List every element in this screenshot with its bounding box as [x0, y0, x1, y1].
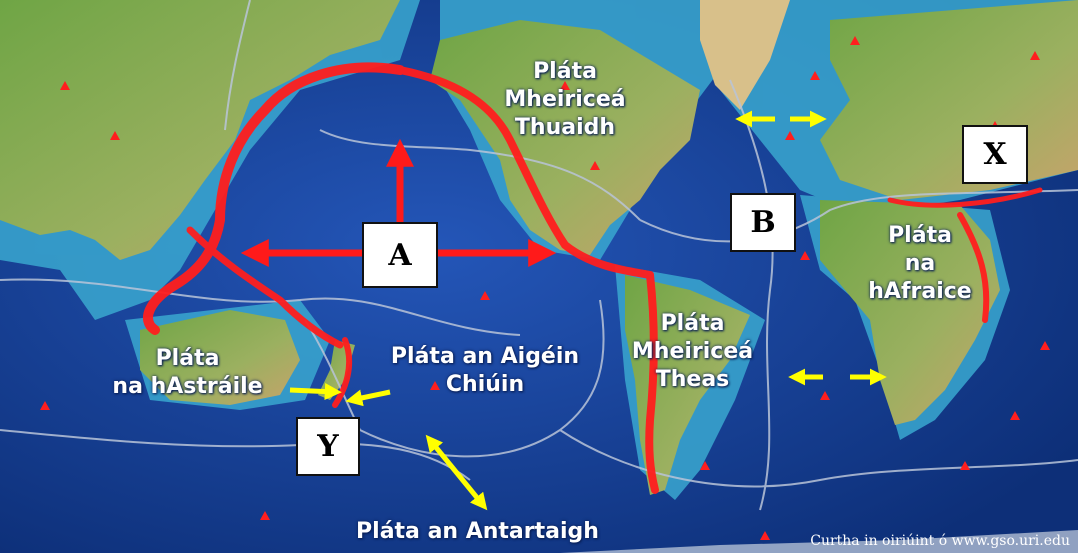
source-credit: Curtha in oiriúint ó www.gso.uri.edu: [810, 533, 1070, 549]
asia-landmass: [0, 0, 400, 260]
greenland-landmass: [700, 0, 790, 110]
australia-landmass: [140, 310, 300, 405]
label-north-american-plate: Pláta Mheiriceá Thuaidh: [504, 59, 626, 140]
label-pacific-plate: Pláta an Aigéin Chiúin: [390, 344, 580, 397]
location-box-y: Y: [296, 417, 360, 476]
africa-landmass: [820, 200, 1000, 425]
label-african-plate: Pláta na hAfraice: [868, 223, 972, 304]
europe-landmass: [820, 0, 1078, 200]
antarctica-landmass: [560, 530, 1078, 553]
arrow-y-east: [289, 383, 342, 401]
location-box-b: B: [730, 193, 796, 252]
ring-of-fire: [143, 62, 1043, 494]
divergence-arrows-a: [240, 138, 557, 267]
location-box-x: X: [962, 125, 1028, 184]
location-box-a: A: [362, 222, 438, 288]
yellow-arrows: [289, 110, 887, 511]
label-australian-plate: Pláta na hAstráile: [112, 346, 263, 399]
arrow-y-west: [345, 389, 391, 407]
north-america-landmass: [430, 20, 700, 255]
label-south-american-plate: Pláta Mheiriceá Theas: [631, 311, 754, 392]
label-antarctic-plate: Pláta an Antartaigh: [356, 519, 599, 544]
arrow-pacific-antarctic: [425, 434, 488, 511]
